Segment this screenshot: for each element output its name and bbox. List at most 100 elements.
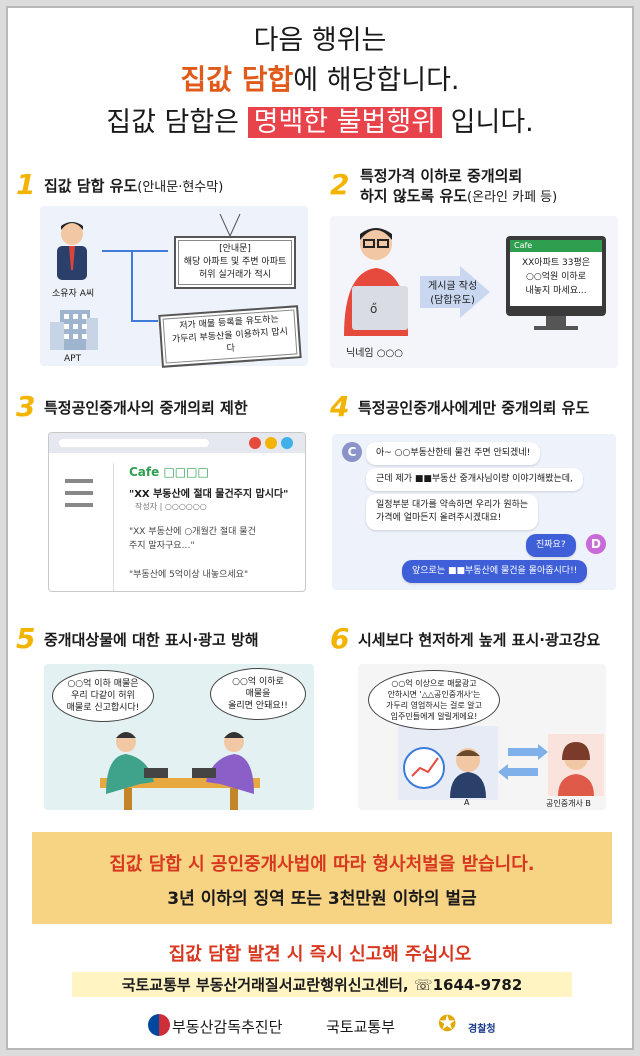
speech-left-line-2: 우리 다같이 허위 bbox=[71, 691, 135, 701]
post-title: "XX 부동산에 절대 물건주지 맙시다" bbox=[129, 489, 289, 500]
speech-right-line-2: 매물을 bbox=[245, 689, 271, 699]
hamburger-menu-icon bbox=[65, 479, 93, 507]
banner-sign: 저가 매물 등록을 유도하는 가두리 부동산을 이용하지 맙시다 bbox=[158, 305, 302, 368]
section-2-title: 특정가격 이하로 중개의뢰 하지 않도록 유도(온라인 카페 등) bbox=[360, 166, 557, 208]
monitor-line-2: ○○억원 이하로 bbox=[526, 272, 586, 282]
laptop-user-illustration bbox=[344, 228, 606, 336]
avatar-d: D bbox=[586, 534, 606, 554]
section-4-title: 특정공인중개사에게만 중개의뢰 유도 bbox=[358, 399, 590, 417]
panel-5-illustration: ○○억 이하 매물은 우리 다같이 허위 매물로 신고합시다! ○○억 이하로 … bbox=[44, 664, 314, 810]
section-1-title: 집값 담합 유도(안내문·현수막) bbox=[44, 176, 223, 198]
section-6-title: 시세보다 현저하게 높게 표시·광고강요 bbox=[358, 631, 601, 649]
avatar-c: C bbox=[342, 442, 362, 462]
speech-right-line-3: 올리면 안돼요!! bbox=[228, 701, 288, 711]
police-emblem-icon: ✪ bbox=[438, 1012, 457, 1037]
section-5-title: 중개대상물에 대한 표시·광고 방해 bbox=[44, 631, 259, 649]
speech-left-line-3: 매물로 신고합시다! bbox=[66, 703, 140, 713]
header-line-3: 집값 담합은 명백한 불법행위 입니다. bbox=[8, 100, 632, 139]
browser-close-icon bbox=[249, 437, 261, 449]
penalty-line-2: 3년 이하의 징역 또는 3천만원 이하의 벌금 bbox=[167, 889, 477, 909]
header-highlight-collusion: 집값 담합 bbox=[180, 63, 294, 96]
arrow-caption: 게시글 작성 (담합유도) bbox=[428, 280, 477, 308]
label-a: A bbox=[464, 798, 470, 807]
comment-1: "XX 부동산에 ○개월간 절대 물건 주지 말자구요…" bbox=[129, 525, 256, 553]
monitor-line-1: XX아파트 33평은 bbox=[521, 258, 591, 268]
comment-1-line-2: 주지 말자구요…" bbox=[129, 541, 195, 551]
header-line-1: 다음 행위는 bbox=[253, 25, 387, 56]
speech-right-line-1: ○○억 이하로 bbox=[232, 677, 284, 687]
cafe-title: Cafe □□□□ bbox=[129, 465, 209, 479]
browser-maximize-icon bbox=[281, 437, 293, 449]
apt-label: APT bbox=[64, 354, 82, 364]
section-2-number: 2 bbox=[330, 168, 350, 201]
notice-title: [안내문] bbox=[219, 244, 251, 254]
section-6-number: 6 bbox=[330, 622, 350, 655]
section-2-title-line-1: 특정가격 이하로 중개의뢰 bbox=[360, 167, 523, 185]
label-broker-b: 공인중개사 B bbox=[546, 799, 591, 808]
monitor-line-3: 내놓지 마세요... bbox=[525, 286, 587, 296]
chat-message-1: 아~ ○○부동산한테 물건 주면 안되겠네! bbox=[366, 442, 541, 465]
taegeuk-logo-icon bbox=[148, 1014, 170, 1036]
browser-titlebar bbox=[49, 433, 305, 453]
header-line-3-post: 입니다. bbox=[442, 107, 534, 138]
header-line-2: 집값 담합에 해당합니다. bbox=[8, 58, 632, 98]
notice-sign: [안내문] 해당 아파트 및 주변 아파트 허위 실거래가 적시 bbox=[174, 236, 296, 289]
post-author: 작성자 | ○○○○○○ bbox=[135, 502, 207, 511]
notice-line-2: 허위 실거래가 적시 bbox=[199, 270, 271, 280]
browser-minimize-icon bbox=[265, 437, 277, 449]
chat-message-3: 일정부분 대가를 약속하면 우리가 원하는 가격에 얼마든지 올려주시겠대요! bbox=[366, 494, 539, 530]
chat-message-4: 진짜요? bbox=[526, 534, 576, 557]
header-highlight-illegal: 명백한 불법행위 bbox=[247, 107, 443, 138]
owner-label: 소유자 A씨 bbox=[52, 289, 95, 299]
section-1-title-main: 집값 담합 유도 bbox=[44, 177, 138, 195]
section-2-title-line-2: 하지 않도록 유도 bbox=[360, 187, 468, 205]
speech-bubble-broker: ○○억 이상으로 매물광고 안하시면 '△△공인중개사'는 가두리 영업하시는 … bbox=[368, 670, 500, 730]
mouse-icon: ő bbox=[370, 302, 378, 316]
footer-org-2: 국토교통부 bbox=[326, 1018, 396, 1036]
panel-2-illustration: ő 게시글 작성 (담합유도) Cafe XX아파트 33평은 ○○억원 이하로… bbox=[330, 216, 618, 368]
speech-bubble-left: ○○억 이하 매물은 우리 다같이 허위 매물로 신고합시다! bbox=[52, 670, 154, 722]
chat-message-5: 앞으로는 ■■부동산에 물건을 몰아줍시다!! bbox=[402, 560, 588, 583]
panel-6-illustration: ○○억 이상으로 매물광고 안하시면 '△△공인중개사'는 가두리 영업하시는 … bbox=[358, 664, 606, 810]
comment-2: "부동산에 5억이상 내놓으세요" bbox=[129, 570, 249, 580]
chat-message-2: 근데 제가 ■■부동산 중개사님이랑 이야기해봤는데, bbox=[366, 468, 583, 491]
arrow-caption-line-2: (담합유도) bbox=[430, 295, 475, 306]
panel-1-illustration: 소유자 A씨 APT [안내문] 해당 아파트 및 주변 아파트 허위 실거래가… bbox=[40, 206, 308, 368]
broker-line-4: 입주민들에게 알릴게에요! bbox=[390, 712, 478, 721]
poster: 다음 행위는 집값 담합에 해당합니다. 집값 담합은 명백한 불법행위 입니다… bbox=[6, 6, 634, 1050]
monitor-text: XX아파트 33평은 ○○억원 이하로 내놓지 마세요... bbox=[512, 256, 600, 298]
chat-message-3-line-1: 일정부분 대가를 약속하면 우리가 원하는 bbox=[376, 500, 529, 510]
section-1-number: 1 bbox=[16, 168, 36, 201]
owner-apartment-illustration bbox=[50, 213, 241, 350]
broker-line-3: 가두리 영업하시는 걸로 알고 bbox=[386, 701, 482, 710]
footer-org-3: 경찰청 bbox=[468, 1024, 496, 1035]
broker-line-1: ○○억 이상으로 매물광고 bbox=[391, 679, 477, 688]
cafe-label: Cafe bbox=[514, 241, 533, 250]
cafe-browser-window: Cafe □□□□ "XX 부동산에 절대 물건주지 맙시다" 작성자 | ○○… bbox=[48, 432, 306, 592]
chat-panel: C 아~ ○○부동산한테 물건 주면 안되겠네! 근데 제가 ■■부동산 중개사… bbox=[332, 434, 616, 590]
penalty-box: 집값 담합 시 공인중개사법에 따라 형사처벌을 받습니다. 3년 이하의 징역… bbox=[32, 832, 612, 924]
nickname-label: 닉네임 ○○○ bbox=[346, 348, 403, 359]
section-4-number: 4 bbox=[330, 390, 350, 423]
meeting-illustration bbox=[100, 732, 260, 810]
section-1-title-small: (안내문·현수막) bbox=[137, 180, 224, 195]
header-line-2-rest: 에 해당합니다. bbox=[293, 65, 460, 96]
arrow-caption-line-1: 게시글 작성 bbox=[428, 281, 478, 292]
speech-left-line-1: ○○억 이하 매물은 bbox=[67, 679, 139, 689]
report-line-2: 국토교통부 부동산거래질서교란행위신고센터, ☏1644-9782 bbox=[72, 972, 572, 997]
section-3-number: 3 bbox=[16, 390, 36, 423]
penalty-line-1: 집값 담합 시 공인중개사법에 따라 형사처벌을 받습니다. bbox=[109, 854, 535, 875]
browser-address-bar bbox=[59, 439, 209, 447]
broker-pressure-illustration bbox=[398, 726, 604, 800]
header-line-3-pre: 집값 담합은 bbox=[106, 107, 248, 138]
section-2-title-small: (온라인 카페 등) bbox=[467, 190, 558, 205]
footer-org-1: 부동산감독추진단 bbox=[172, 1018, 283, 1036]
speech-bubble-right: ○○억 이하로 매물을 올리면 안돼요!! bbox=[210, 668, 306, 720]
broker-line-2: 안하시면 '△△공인중개사'는 bbox=[387, 690, 481, 699]
chat-message-3-line-2: 가격에 얼마든지 올려주시겠대요! bbox=[376, 513, 502, 523]
section-5-number: 5 bbox=[16, 622, 36, 655]
report-line-1: 집값 담합 발견 시 즉시 신고해 주십시오 bbox=[168, 944, 472, 965]
comment-1-line-1: "XX 부동산에 ○개월간 절대 물건 bbox=[129, 527, 256, 537]
notice-line-1: 해당 아파트 및 주변 아파트 bbox=[183, 257, 287, 267]
section-3-title: 특정공인중개사의 중개의뢰 제한 bbox=[44, 399, 248, 417]
